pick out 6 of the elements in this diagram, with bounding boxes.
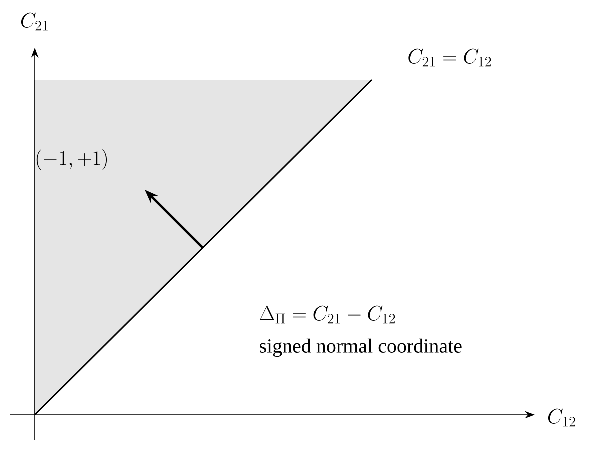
- point-label: $(-1, +1)$: [36, 150, 108, 170]
- axis-label: $C_{12}$: [548, 408, 576, 427]
- formula-label: $\Delta_{\Pi} = C_{21} - C_{12}$: [260, 306, 396, 324]
- annotation-text: signed normal coordinate: [260, 338, 462, 358]
- axis-label: $C_{21}$: [21, 12, 48, 31]
- line-label: $C_{21} = C_{12}$: [408, 48, 492, 67]
